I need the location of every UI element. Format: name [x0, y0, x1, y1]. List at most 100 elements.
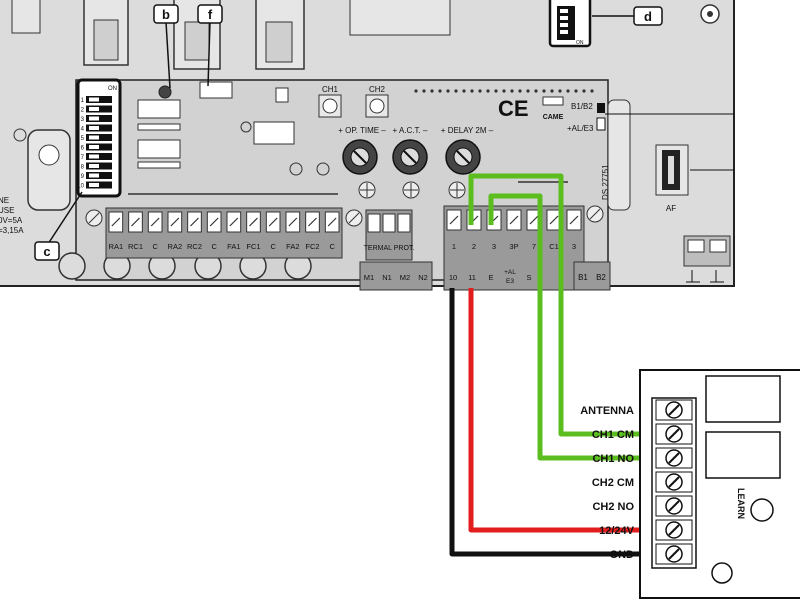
lower-terminal-label: S	[526, 273, 531, 282]
receiver-terminal-label: CH1 NO	[592, 453, 634, 465]
trimmer-op-time[interactable]: + OP. TIME –	[338, 126, 386, 175]
terminal-slot	[288, 217, 298, 227]
dip-c-slider	[89, 164, 99, 168]
ce-mark: CE	[498, 96, 529, 121]
dip-c-number: 1	[81, 98, 85, 104]
receiver-terminal-slot	[668, 548, 680, 560]
mount-hole	[711, 562, 733, 584]
pin-header	[414, 89, 594, 93]
terminal-slot	[229, 217, 239, 227]
input-terminal-slot	[549, 215, 559, 225]
terminal-label: RC1	[128, 242, 143, 251]
input-terminal-slot	[509, 215, 519, 225]
dip-c-number: 3	[81, 117, 85, 123]
wire-green-ch1-cm	[468, 173, 640, 437]
terminal-slot	[131, 217, 140, 227]
receiver-terminal-slot	[668, 452, 680, 464]
terminal-slot	[249, 217, 258, 227]
dip-c-slider	[89, 183, 99, 187]
ch2-label: CH2	[369, 85, 386, 94]
lower-terminal-label: 10	[449, 273, 457, 282]
ch1-label: CH1	[322, 85, 339, 94]
lower-terminal-label: E3	[506, 278, 514, 285]
terminal-label: FA2	[286, 242, 299, 251]
trimmer-act[interactable]: + A.C.T. –	[392, 126, 428, 175]
af-label: AF	[666, 204, 676, 213]
dip-switch-d[interactable]: ON	[548, 0, 592, 48]
receiver-terminal-label: CH2 CM	[592, 477, 634, 489]
dip-c-slider	[89, 126, 99, 130]
terminal-label: C	[329, 242, 335, 251]
dip-c-number: 5	[81, 136, 85, 142]
trimmer-delay-label: + DELAY 2M –	[441, 126, 494, 135]
callout-f: f	[197, 4, 223, 87]
fuse-label-4: =3,15A	[0, 226, 24, 235]
dip-c-number: 4	[81, 127, 85, 133]
callout-c: c	[34, 191, 83, 261]
ch2-button[interactable]: CH2	[365, 85, 389, 118]
input-terminal-label: 3	[492, 242, 496, 251]
trimmer-op-time-label: + OP. TIME –	[338, 126, 386, 135]
receiver-terminal-slot	[668, 500, 680, 512]
terminal-slot	[327, 217, 337, 227]
dip-c-number: 9	[81, 174, 85, 180]
dip-c-slider	[89, 135, 99, 140]
al-e3-label: +AL/E3	[567, 124, 594, 133]
callout-b-label: b	[162, 7, 170, 22]
af-connector: AF	[655, 144, 689, 213]
receiver-terminal-slot	[668, 476, 680, 488]
dip-c-slider	[89, 97, 99, 102]
b1b2-label: B1/B2	[571, 102, 593, 111]
input-terminal-label: 1	[452, 242, 456, 251]
receiver-terminal-label: GND	[610, 549, 635, 561]
dip-on-label: ON	[108, 86, 117, 92]
callout-b: b	[153, 4, 179, 89]
input-terminal-label: 3P	[509, 242, 518, 251]
dip-c-slider	[89, 145, 99, 149]
termal-prot-label: TERMAL PROT.	[364, 245, 415, 252]
dip-c-number: 6	[81, 146, 85, 152]
al-e3-jumper[interactable]	[596, 117, 606, 131]
input-terminal-slot	[449, 215, 459, 225]
dip-c-slider	[89, 154, 99, 159]
trimmer-act-label: + A.C.T. –	[393, 126, 428, 135]
terminal-slot	[209, 217, 219, 227]
learn-label: LEARN	[736, 488, 746, 519]
b1-terminal-label: B1	[578, 273, 588, 282]
lower-terminal-label: +AL	[504, 269, 516, 276]
input-terminal-label: C1	[549, 242, 559, 251]
learn-button[interactable]	[750, 498, 774, 522]
trimmer-delay[interactable]: + DELAY 2M –	[441, 126, 494, 175]
dip-c-number: 10	[77, 184, 84, 190]
input-terminal-label: 7	[532, 242, 536, 251]
fuse-label-1: NE	[0, 196, 9, 205]
terminal-label: C	[211, 242, 217, 251]
lower-terminal-label: 11	[468, 273, 476, 282]
motor-terminal-label: M1	[364, 273, 374, 282]
dip-c-number: 8	[81, 165, 85, 171]
input-terminal-label: 3	[572, 242, 576, 251]
terminal-slot	[150, 217, 160, 227]
receiver-terminal-label: CH1 CM	[592, 429, 634, 441]
receiver-terminal-label: CH2 NO	[592, 501, 634, 513]
dip-d-on-label: ON	[576, 40, 584, 46]
input-terminal-slot	[569, 215, 579, 225]
screw-mid	[345, 209, 363, 227]
fuse-label-2: USE	[0, 206, 14, 215]
terminal-slot	[111, 217, 121, 227]
receiver-terminal-slot	[668, 524, 680, 536]
model-label: DS 27751	[601, 164, 610, 200]
callout-d-label: d	[644, 9, 652, 24]
motor-terminal-label: N1	[382, 273, 392, 282]
terminal-label: FA1	[227, 242, 240, 251]
terminal-label: FC2	[305, 242, 319, 251]
terminal-label: RC2	[187, 242, 202, 251]
b1b2-jumper[interactable]	[597, 103, 605, 113]
input-terminal-slot	[529, 215, 539, 225]
ch1-button[interactable]: CH1	[318, 85, 342, 118]
dip-c-number: 2	[81, 108, 85, 114]
dip-c-slider	[89, 173, 99, 178]
